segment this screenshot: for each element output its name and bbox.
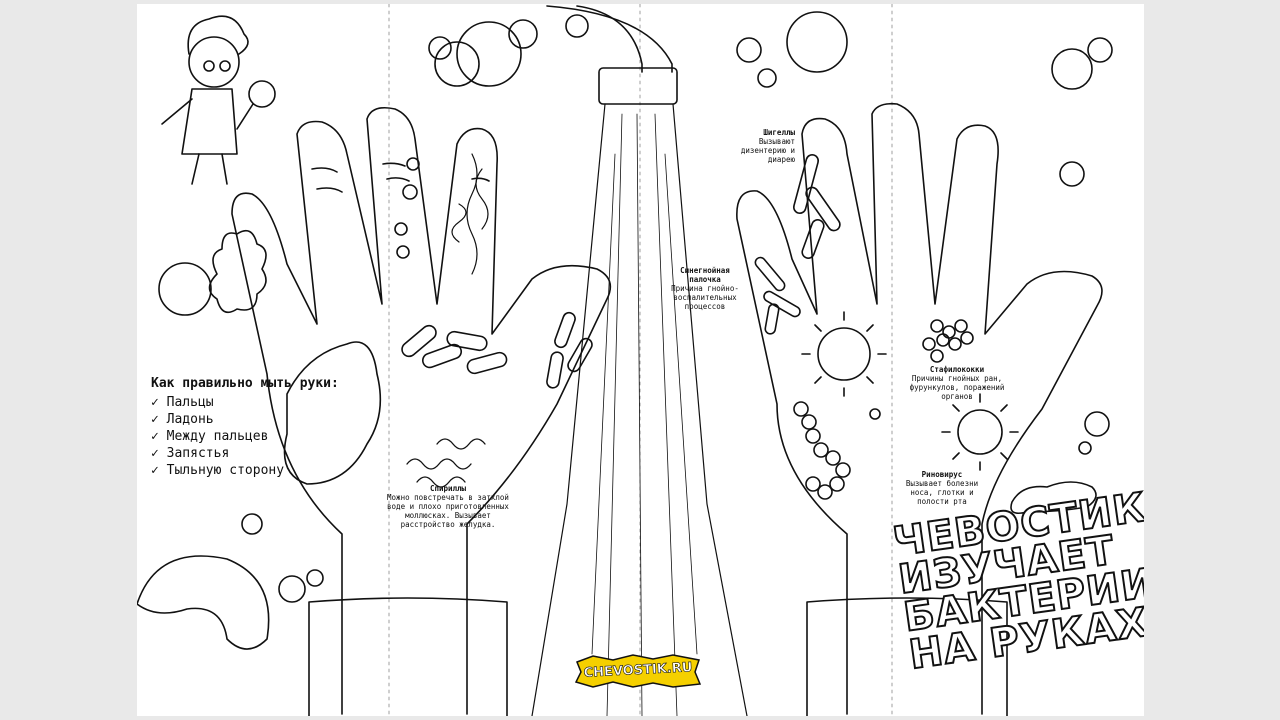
howto-item: Тыльную сторону xyxy=(151,462,339,479)
right-hand xyxy=(736,102,1103,716)
staphylococcus-icon xyxy=(922,319,974,363)
faucet-icon xyxy=(546,5,678,105)
soap-bubbles xyxy=(158,11,1113,603)
shigella-caption: Шигеллы Вызывают дизентерию и диарею xyxy=(731,128,795,164)
logo-badge-icon xyxy=(574,654,702,688)
streptococcus-chain-icon xyxy=(793,401,851,500)
howto-item: Запястья xyxy=(151,445,339,462)
howto-title: Как правильно мыть руки: xyxy=(151,376,339,391)
howto-item: Ладонь xyxy=(151,411,339,428)
coloring-page: Как правильно мыть руки: Пальцы Ладонь М… xyxy=(137,4,1144,716)
bacilli-icon xyxy=(394,157,593,389)
spirilla-description: Можно повстречать в затхлой воде и плохо… xyxy=(387,493,509,529)
rhinovirus-description: Вызывает болезни носа, глотки и полости … xyxy=(905,479,979,506)
howto-list: Пальцы Ладонь Между пальцев Запястья Тыл… xyxy=(151,394,339,479)
fold-lines xyxy=(388,4,893,716)
chevostik-mascot-icon xyxy=(161,15,276,185)
germ-colonies xyxy=(137,229,1097,650)
shigella-name: Шигеллы xyxy=(763,128,795,137)
pseudomonas-caption: Синегнойная палочка Причина гнойно-воспа… xyxy=(663,266,747,311)
rhinovirus-name: Риновирус xyxy=(921,470,963,479)
rhinovirus-caption: Риновирус Вызывает болезни носа, глотки … xyxy=(897,470,987,506)
virus-icon xyxy=(801,311,887,397)
left-hand xyxy=(231,106,612,716)
page-title: ЧЕВОСТИК ИЗУЧАЕТ БАКТЕРИИ НА РУКАХ xyxy=(889,484,1144,680)
staphylococcus-name: Стафилококки xyxy=(929,365,985,374)
spirilla-name: Спириллы xyxy=(429,484,467,493)
shigella-description: Вызывают дизентерию и диарею xyxy=(740,137,795,164)
staphylococcus-caption: Стафилококки Причины гнойных ран, фурунк… xyxy=(897,365,1017,401)
staphylococcus-description: Причины гнойных ран, фурункулов, поражен… xyxy=(909,374,1005,401)
rhinovirus-icon xyxy=(941,393,1019,471)
howto-item: Пальцы xyxy=(151,394,339,411)
hands-illustration xyxy=(137,4,1113,716)
spirilla-caption: Спириллы Можно повстречать в затхлой вод… xyxy=(383,484,513,529)
spiral-bacteria-icon xyxy=(451,153,489,275)
pseudomonas-name: Синегнойная палочка xyxy=(680,266,730,284)
spirilla-icon xyxy=(406,438,486,488)
shigella-icon xyxy=(754,154,841,335)
water-stream-icon xyxy=(531,103,748,716)
chevostik-logo: CHEVOSTIK.RU xyxy=(573,654,703,688)
howto-block: Как правильно мыть руки: Пальцы Ладонь М… xyxy=(151,376,339,479)
pseudomonas-description: Причина гнойно-воспалительных процессов xyxy=(671,284,739,311)
howto-item: Между пальцев xyxy=(151,428,339,445)
